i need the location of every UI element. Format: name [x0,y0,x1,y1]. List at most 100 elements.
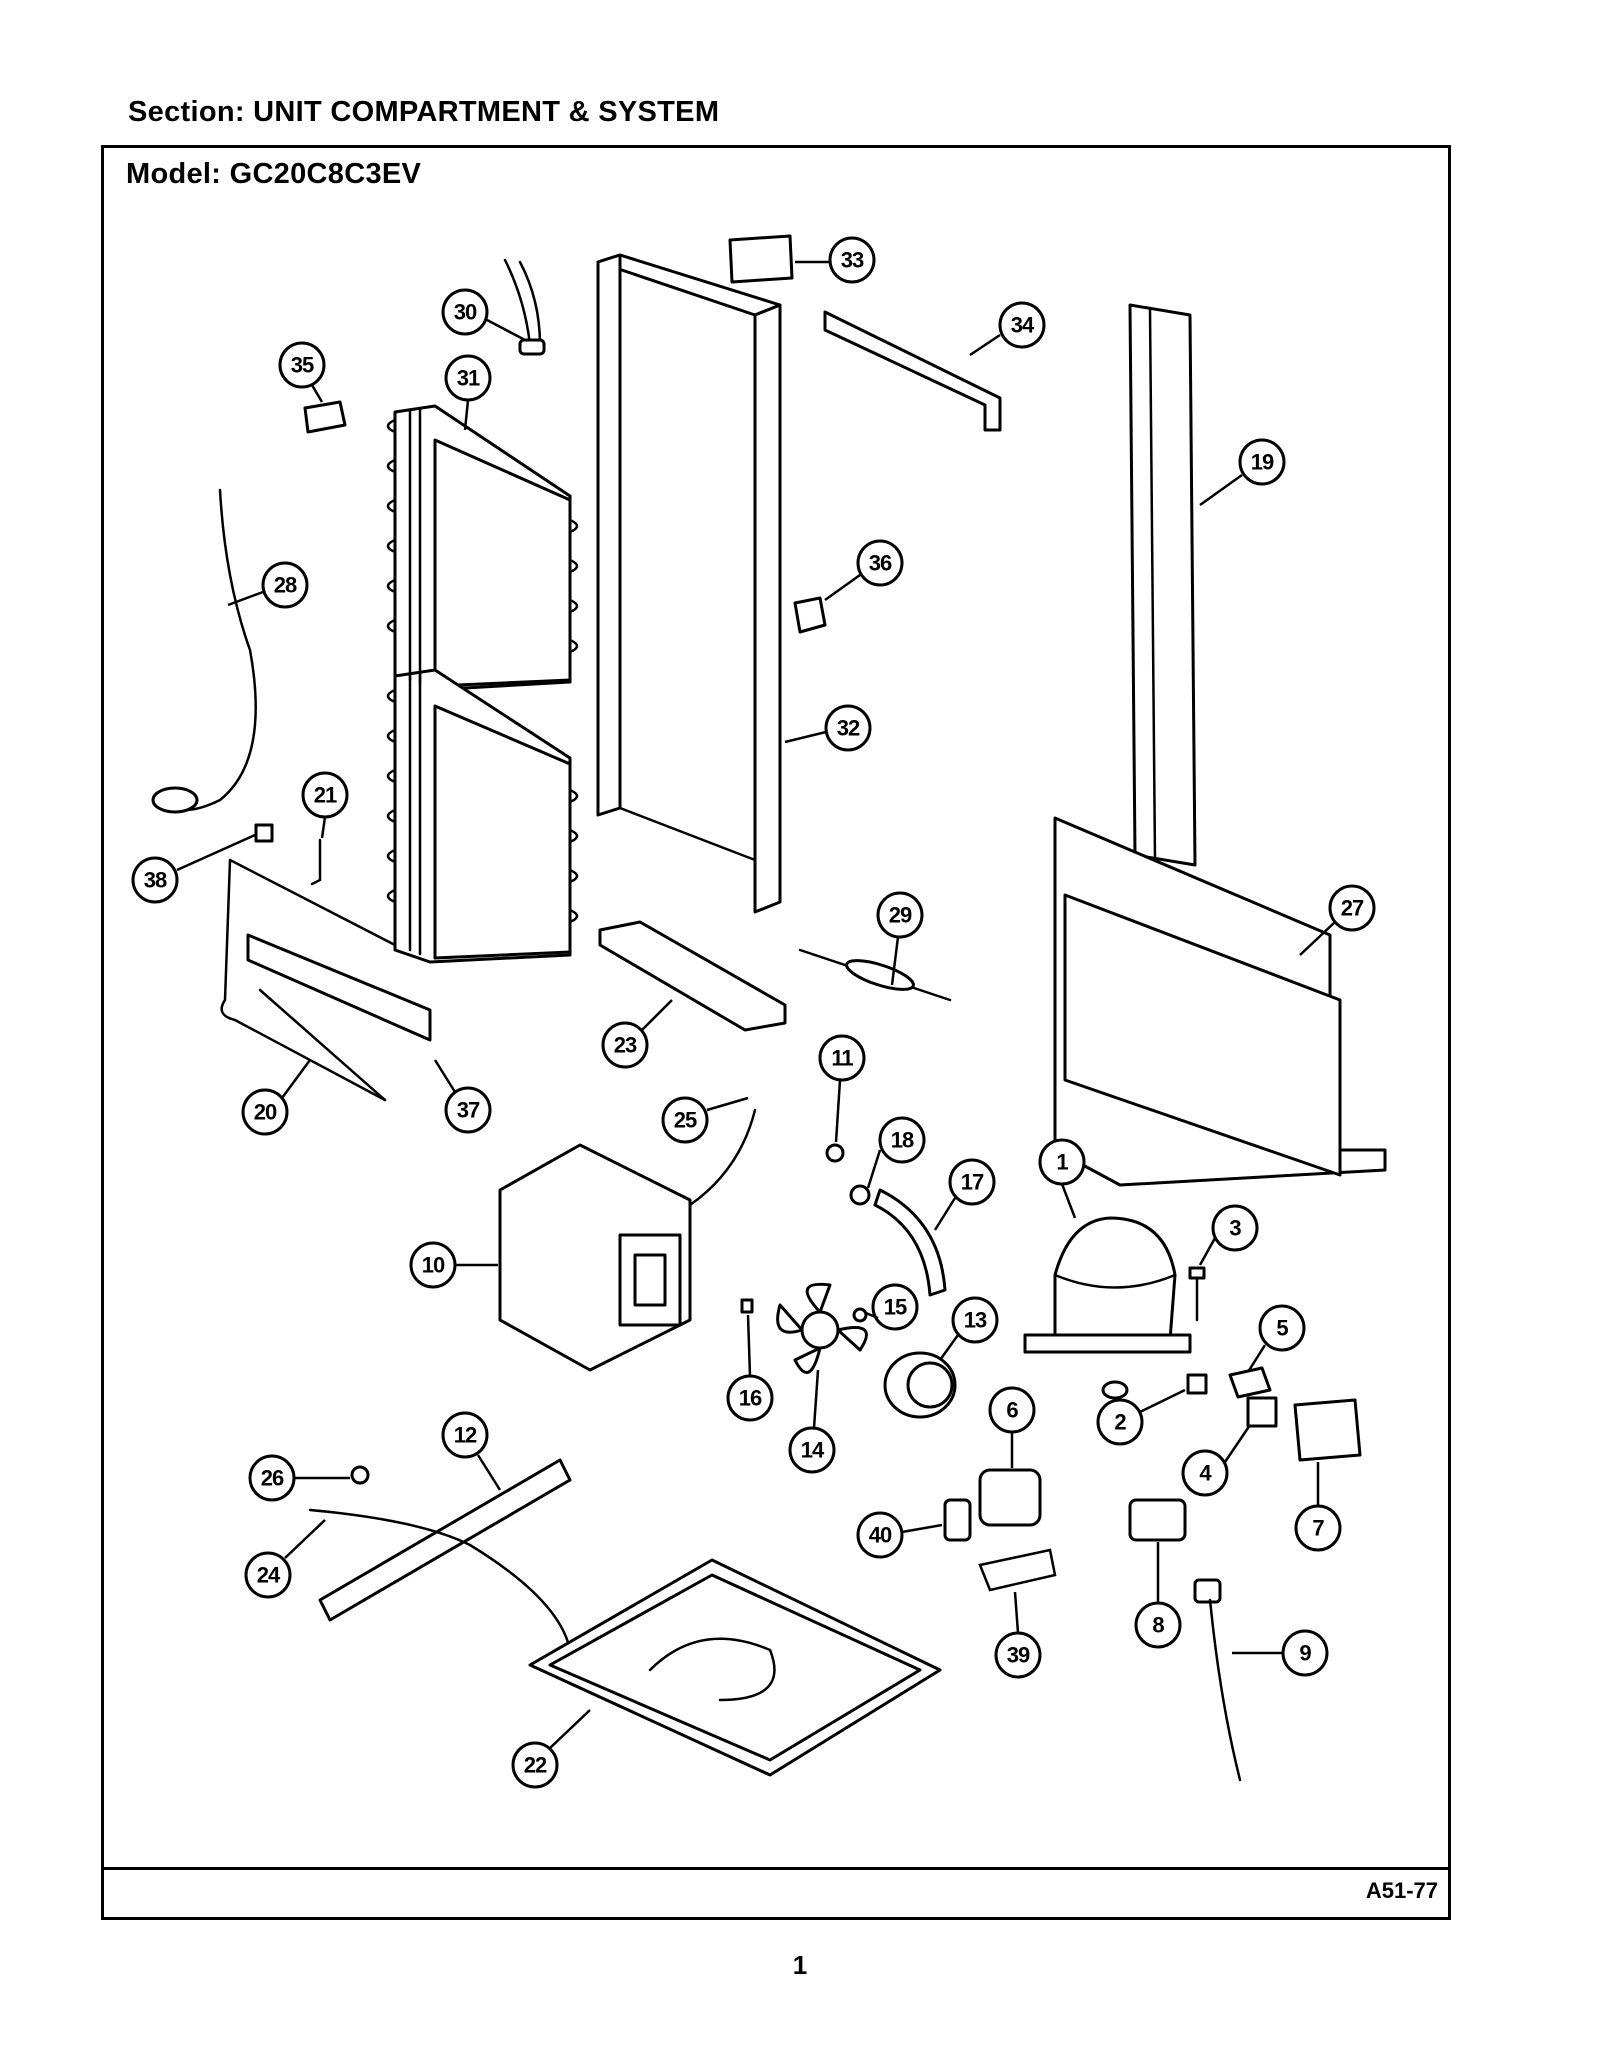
drain-tray-part [598,920,787,1032]
page-number: 1 [792,1950,808,1980]
callout-7: 7 [1294,1462,1342,1552]
callout-label: 7 [1312,1516,1324,1541]
callout-32: 32 [784,704,872,752]
gasket-strip-part [1128,303,1197,867]
model-title: Model: GC20C8C3EV [126,158,422,190]
callout-label: 16 [739,1386,762,1411]
callout-4: 4 [1181,1424,1252,1497]
condenser-part [498,1108,757,1372]
callout-label: 22 [524,1753,547,1778]
callout-label: 8 [1152,1613,1164,1638]
callout-label: 28 [274,573,297,598]
callout-label: 21 [314,783,337,808]
callout-label: 36 [869,551,892,576]
callout-24: 24 [244,1519,326,1599]
diagram-code: A51-77 [1365,1878,1438,1903]
callout-10: 10 [409,1241,498,1289]
callouts: 1 2 3 4 5 6 7 8 9 10 11 12 13 14 15 16 1… [131,236,1376,1789]
callout-16: 16 [726,1314,774,1422]
callout-label: 26 [261,1466,284,1491]
callout-22: 22 [511,1709,591,1789]
callout-3: 3 [1198,1204,1259,1266]
callout-label: 27 [1341,896,1364,921]
callout-27: 27 [1299,884,1376,956]
callout-label: 3 [1229,1216,1241,1241]
footer-divider [101,1867,1451,1870]
callout-19: 19 [1199,438,1286,507]
callout-label: 32 [837,716,860,741]
callout-label: 6 [1006,1398,1018,1423]
fan-mount-parts [740,1143,947,1323]
callout-31: 31 [444,354,492,431]
callout-label: 13 [964,1308,987,1333]
wire-harness-part [503,258,546,356]
callout-5: 5 [1246,1304,1306,1373]
callout-label: 24 [257,1563,281,1588]
fan-blade-part [776,1282,868,1374]
callout-21: 21 [301,771,349,839]
callout-37: 37 [433,1059,492,1134]
callout-26: 26 [248,1454,350,1502]
callout-30: 30 [441,288,526,342]
callout-33: 33 [795,236,876,284]
callout-label: 9 [1299,1641,1311,1666]
diagram-frame [101,145,1451,1920]
callout-2: 2 [1096,1388,1186,1446]
callout-14: 14 [788,1369,836,1474]
callout-label: 20 [254,1100,277,1125]
compressor-part [1023,1216,1192,1400]
callout-label: 35 [291,353,314,378]
power-cord-part [1193,1578,1242,1782]
callout-label: 37 [457,1098,480,1123]
callout-label: 11 [831,1046,853,1071]
callout-label: 14 [801,1438,825,1463]
callout-18: 18 [866,1116,926,1189]
callout-23: 23 [601,999,673,1069]
callout-15: 15 [865,1283,919,1331]
callout-label: 17 [961,1170,984,1195]
capacitor-parts [943,1468,1057,1592]
callout-12: 12 [441,1411,502,1491]
callout-label: 34 [1011,313,1035,338]
callout-label: 12 [454,1423,477,1448]
callout-9: 9 [1232,1629,1329,1677]
condenser-coil-part [386,404,579,964]
callout-label: 31 [457,366,480,391]
callout-36: 36 [824,539,904,602]
callout-38: 38 [131,833,256,904]
callout-label: 23 [614,1033,637,1058]
rail-part [308,1458,572,1652]
callout-29: 29 [876,891,924,986]
callout-label: 40 [869,1523,892,1548]
drain-trough-part [220,823,432,1102]
callout-6: 6 [988,1386,1036,1468]
tube-part [823,310,1002,432]
callout-label: 15 [884,1295,907,1320]
callout-25: 25 [661,1096,749,1144]
callout-28: 28 [227,561,309,609]
callout-label: 5 [1276,1316,1288,1341]
drain-pan-part [528,1558,942,1777]
callout-label: 39 [1007,1643,1030,1668]
callout-40: 40 [856,1511,943,1559]
callout-20: 20 [241,1059,312,1136]
callout-label: 4 [1199,1461,1212,1486]
compressor-mount-parts [1186,1266,1362,1462]
callout-label: 19 [1251,450,1274,475]
callout-label: 25 [674,1108,697,1133]
back-panel-part [1053,816,1387,1187]
section-title: Section: UNIT COMPARTMENT & SYSTEM [128,96,720,128]
clip-part [793,596,827,634]
callout-label: 18 [891,1128,914,1153]
callout-label: 1 [1056,1150,1068,1175]
callout-35: 35 [278,341,326,403]
fan-motor-part [883,1351,957,1419]
callout-label: 2 [1114,1410,1126,1435]
callout-label: 33 [841,248,864,273]
callout-label: 30 [454,300,477,325]
callout-label: 10 [422,1253,445,1278]
air-duct-part [596,253,782,914]
callout-8: 8 [1134,1542,1182,1649]
callout-11: 11 [818,1034,866,1143]
